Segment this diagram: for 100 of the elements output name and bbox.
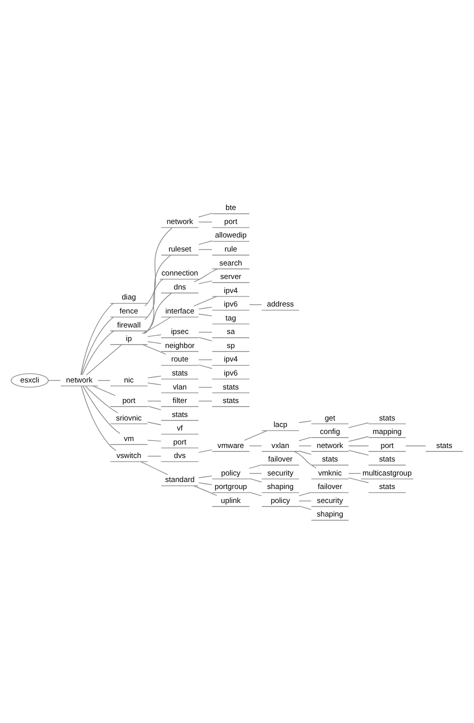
node-text: stats: [379, 482, 396, 492]
node-text: mapping: [372, 427, 402, 436]
node-text: rule: [224, 244, 238, 254]
node-text: network: [166, 216, 194, 226]
node-text: stats: [222, 382, 239, 392]
node-text: network: [316, 440, 344, 450]
node-text: bte: [226, 203, 236, 212]
connector: [294, 451, 316, 468]
node-ellipse: esxcli: [10, 373, 49, 388]
node-text: firewall: [117, 320, 141, 330]
connector: [298, 436, 312, 442]
node-text: nic: [124, 375, 134, 384]
connector: [198, 400, 212, 402]
node-text: sriovnic: [116, 413, 142, 422]
connector: [249, 464, 262, 469]
node-text: ip: [126, 334, 132, 344]
connector: [86, 344, 122, 376]
node-text: sp: [226, 340, 235, 350]
connector: [198, 314, 212, 316]
connector: [80, 386, 116, 451]
connector: [249, 478, 262, 482]
node-text: stats: [222, 396, 239, 406]
node-text: lacp: [273, 420, 288, 430]
connector: [193, 486, 218, 496]
connector: [244, 430, 268, 441]
node-text: vf: [176, 424, 183, 433]
node-text: port: [380, 440, 394, 450]
node-text: route: [171, 354, 188, 364]
node-text: stats: [172, 410, 188, 419]
node-text: stats: [379, 454, 396, 464]
connector: [80, 303, 114, 376]
connector: [348, 436, 369, 442]
connector: [348, 478, 369, 484]
connector: [298, 450, 312, 455]
connector: [147, 422, 162, 426]
node-text: vmware: [218, 440, 244, 450]
connector: [198, 332, 212, 333]
node-text: portgroup: [214, 482, 247, 492]
connector: [147, 334, 162, 337]
connector: [147, 382, 162, 386]
connector: [82, 330, 114, 376]
node-text: stats: [172, 368, 188, 378]
connector: [144, 292, 172, 334]
connector: [85, 386, 118, 414]
connector: [193, 296, 218, 306]
connector: [298, 420, 312, 423]
node-text: shaping: [267, 482, 294, 492]
node-text: connection: [162, 268, 198, 278]
node-text: failover: [268, 454, 293, 464]
node-text: search: [219, 258, 242, 268]
node-text: ipv6: [224, 300, 238, 309]
connector: [82, 386, 120, 434]
node-text: standard: [165, 475, 195, 484]
node-text: network: [66, 375, 93, 384]
node-text: ipv4: [224, 354, 238, 364]
connector: [298, 500, 312, 502]
node-text: failover: [318, 482, 342, 492]
node-text: stats: [436, 440, 452, 450]
node-text: security: [267, 468, 294, 478]
node-text: shaping: [316, 510, 344, 519]
node-text: address: [266, 300, 294, 309]
node-text: policy: [221, 468, 240, 478]
connector: [348, 473, 362, 474]
connector: [142, 344, 166, 355]
node-text: vlan: [172, 382, 187, 392]
node-text: port: [224, 216, 238, 226]
connector: [92, 386, 116, 396]
connector: [249, 492, 262, 496]
connector: [198, 359, 212, 360]
node-text: neighbor: [165, 340, 195, 350]
connector: [198, 336, 212, 342]
connector: [298, 492, 312, 496]
node-text: port: [122, 396, 136, 406]
connector: [81, 316, 114, 376]
node-text: fence: [120, 306, 138, 316]
connector: [198, 386, 212, 388]
connector: [198, 249, 212, 250]
node-text: dvs: [174, 451, 186, 460]
node-text: multicastgroup: [362, 468, 412, 478]
node-text: allowedip: [215, 230, 247, 240]
connector: [198, 280, 212, 284]
node-text: policy: [270, 496, 290, 505]
connector: [198, 364, 212, 369]
node-text: ruleset: [168, 244, 192, 254]
connector: [147, 400, 162, 402]
connector: [198, 482, 212, 485]
connector: [98, 380, 110, 381]
connector: [194, 268, 218, 282]
node-text: ipv6: [224, 368, 238, 378]
connector: [48, 380, 61, 381]
node-text: port: [173, 437, 186, 446]
node-text: vxlan: [272, 440, 290, 450]
node-text: filter: [172, 396, 187, 406]
node-text: get: [324, 413, 336, 422]
connector: [147, 440, 162, 442]
node-text: vmknic: [318, 468, 342, 478]
node-text: sa: [226, 327, 235, 336]
node-text: stats: [322, 454, 338, 464]
connector: [142, 316, 171, 334]
connector: [198, 240, 212, 245]
